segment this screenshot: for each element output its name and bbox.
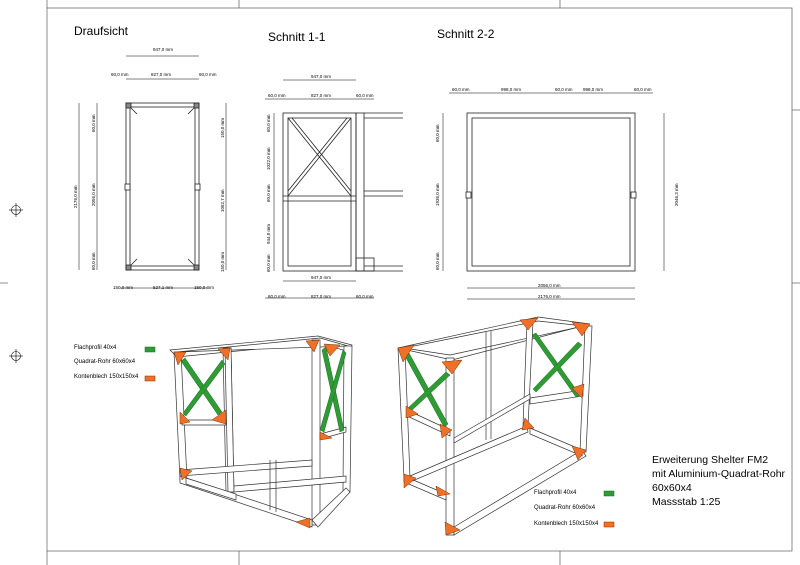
dim-label: 2176,0 mm [538, 294, 561, 299]
dim-label: 947,0 mm [311, 275, 332, 280]
dim-label: 998,0 mm [583, 87, 604, 92]
legend-left-swatch-plate [144, 375, 156, 382]
dim-label: 1062,7 mm [220, 189, 225, 212]
top-view-frame [124, 102, 201, 271]
title-line-3: 60x60x4 [652, 482, 692, 494]
legend-left-item: Kontenblech 150x150x4 [74, 374, 139, 380]
dim-label: 60,0 mm [268, 93, 286, 98]
legend-left-swatch-flat [144, 346, 156, 353]
dim-label: 944,0 mm [266, 223, 271, 244]
title-line-4: Massstab 1:25 [652, 496, 721, 508]
dim-label: 60,0 mm [435, 124, 440, 142]
dim-label: 947,0 mm [311, 74, 332, 79]
top-view-title: Draufsicht [74, 24, 129, 38]
dim-label: 60,0 mm [91, 252, 96, 270]
dim-label: 60,0 mm [91, 114, 96, 132]
legend-left-item: Flachprofil 40x4 [74, 345, 117, 351]
iso-view-left [144, 335, 353, 529]
section2-title: Schnitt 2-2 [437, 27, 495, 41]
dim-label: 998,0 mm [501, 87, 522, 92]
legend-right-swatch-flat [603, 490, 615, 497]
title-block: Erweiterung Shelter FM2 mit Aluminium-Qu… [652, 453, 785, 509]
dim-label: 60,0 mm [266, 254, 271, 272]
dim-label: 2056,0 mm [91, 183, 96, 206]
dim-label: 150,0 mm [113, 285, 134, 290]
legend-right-item: Quadrat-Rohr 60x60x4 [534, 505, 596, 511]
dim-label: 527,1 mm [153, 285, 174, 290]
dim-label: 60,0 mm [356, 93, 374, 98]
section1-title: Schnitt 1-1 [268, 30, 326, 44]
dim-label: 947,0 mm [153, 47, 174, 52]
dim-label: 2176,0 mm [73, 185, 78, 208]
dim-label: 1936,0 mm [435, 183, 440, 206]
top-view-dimension-lines [78, 55, 227, 289]
legend-left-item: Quadrat-Rohr 60x60x4 [74, 359, 136, 365]
dim-label: 60,0 mm [266, 184, 271, 202]
dim-label: 150,0 mm [220, 117, 225, 138]
iso-view-right [397, 316, 615, 536]
title-line-2: mit Aluminium-Quadrat-Rohr [652, 468, 786, 480]
dim-label: 60,0 mm [356, 294, 374, 299]
section1-dimension-lines [265, 79, 374, 299]
dim-label: 150,0 mm [220, 251, 225, 272]
section1-frame [282, 112, 403, 272]
dim-label: 150,0 mm [194, 285, 215, 290]
registration-marks [9, 203, 23, 363]
dim-label: 60,0 mm [111, 72, 129, 77]
dim-label: 60,0 mm [266, 114, 271, 132]
dim-label: 60,0 mm [199, 72, 217, 77]
dim-label: 827,0 mm [151, 72, 172, 77]
dim-label: 60,0 mm [634, 87, 652, 92]
dim-label: 2056,0 mm [538, 283, 561, 288]
dim-label: 1022,0 mm [266, 147, 271, 170]
section2-frame [465, 112, 637, 272]
legend-right-item: Kontenblech 150x150x4 [534, 521, 599, 527]
dim-label: 60,0 mm [268, 294, 286, 299]
legend-right-item: Flachprofil 40x4 [534, 490, 577, 496]
dim-label: 60,0 mm [555, 87, 573, 92]
dim-label: 827,0 mm [311, 294, 332, 299]
legend-right-swatch-plate [603, 521, 615, 528]
dim-label: 827,0 mm [311, 93, 332, 98]
dim-label: 60,0 mm [435, 252, 440, 270]
title-line-1: Erweiterung Shelter FM2 [652, 454, 769, 466]
section2-dimension-lines [442, 92, 665, 300]
dim-label: 60,0 mm [452, 87, 470, 92]
dim-label: 2046,3 mm [674, 183, 679, 206]
